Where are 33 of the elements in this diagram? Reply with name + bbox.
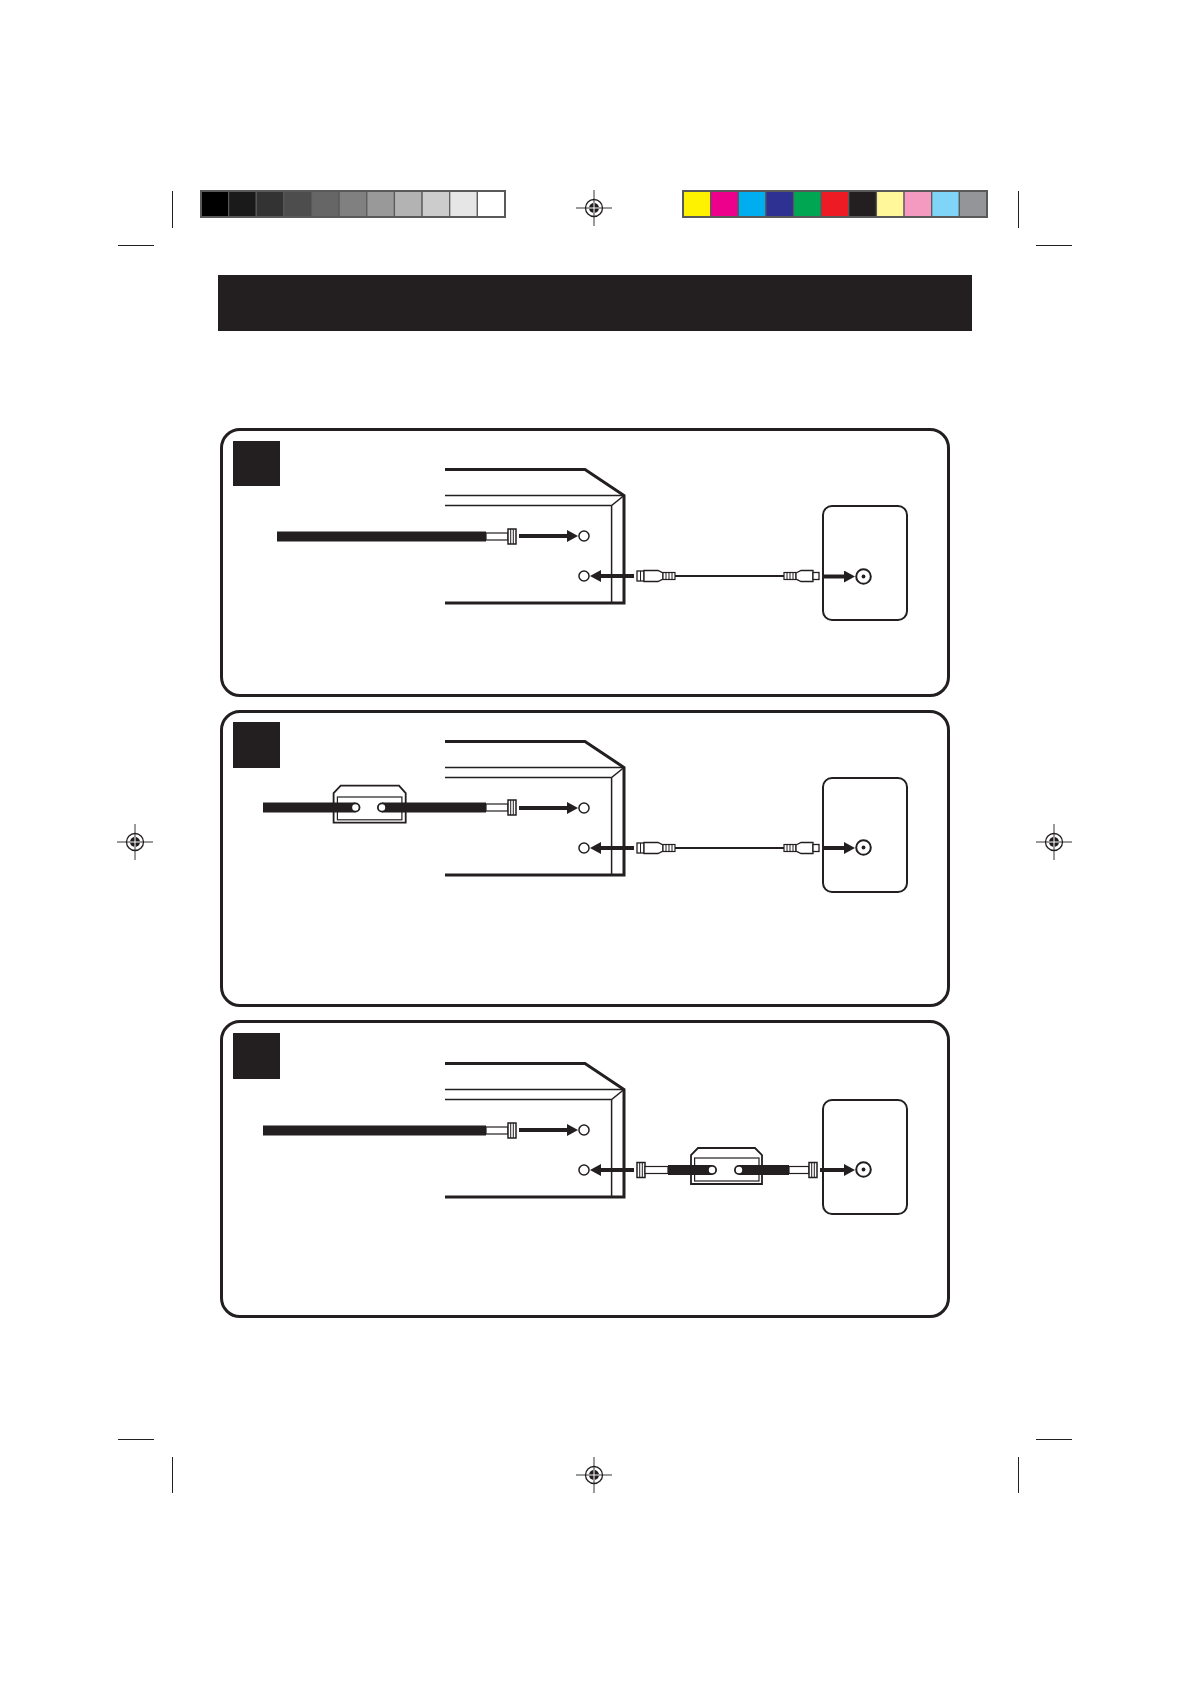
step-panel — [220, 428, 950, 697]
jack-icon — [578, 530, 590, 542]
cable-with-transformer — [636, 1147, 818, 1185]
antenna-jack-icon — [854, 839, 872, 856]
jack-icon — [578, 1164, 590, 1176]
arrow — [822, 842, 855, 854]
tv-terminal-panel — [822, 1099, 908, 1215]
antenna-jack-icon — [854, 1161, 872, 1178]
step-panel — [220, 710, 950, 1007]
arrow — [519, 530, 578, 542]
arrow — [822, 570, 855, 583]
tv-terminal-panel — [822, 777, 908, 893]
vcr-drawing — [445, 467, 626, 605]
antenna-cable — [263, 1121, 517, 1139]
antenna-cable — [277, 528, 517, 545]
tv-terminal-panel — [822, 505, 908, 621]
arrow — [519, 802, 578, 814]
vcr-drawing — [445, 739, 626, 877]
jack-icon — [578, 842, 590, 854]
jack-icon — [578, 570, 590, 582]
coaxial-cable — [636, 841, 820, 855]
vcr-drawing — [445, 1061, 626, 1199]
step-panel — [220, 1020, 950, 1318]
arrow — [519, 1124, 578, 1136]
antenna-jack-icon — [854, 567, 872, 585]
jack-icon — [578, 1124, 590, 1136]
arrow — [590, 842, 634, 854]
arrow — [590, 570, 634, 582]
arrow — [590, 1164, 634, 1176]
jack-icon — [578, 802, 590, 814]
coaxial-cable — [636, 569, 820, 583]
antenna-cable — [263, 784, 517, 824]
arrow — [820, 1164, 855, 1176]
